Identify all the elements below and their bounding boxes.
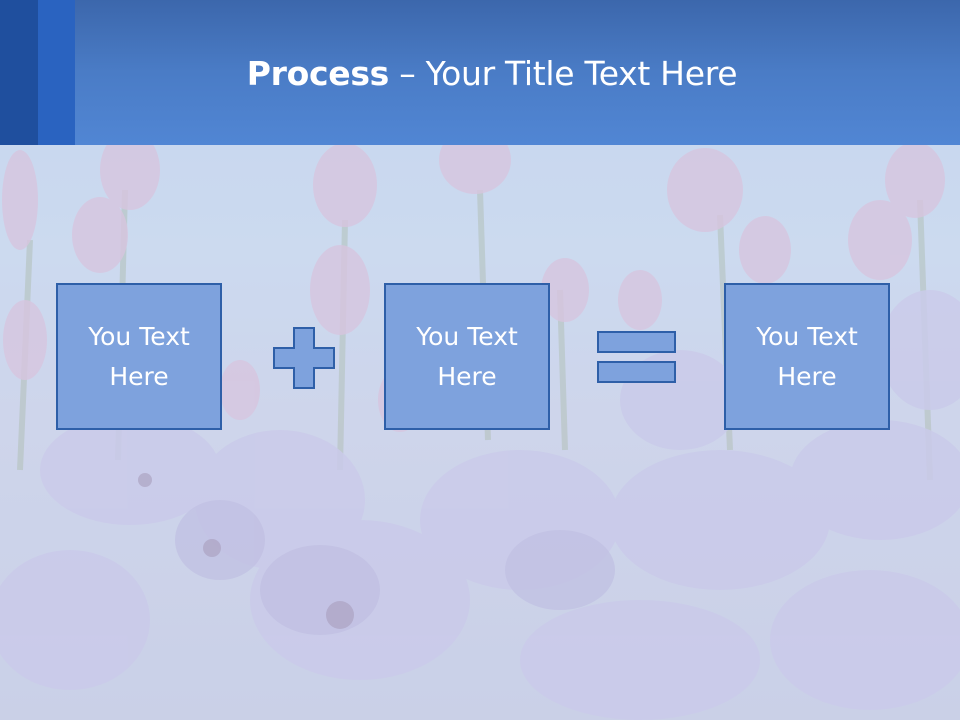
- process-box-1[interactable]: You Text Here: [56, 283, 222, 430]
- header-accent-bar-dark: [0, 0, 38, 145]
- process-box-2[interactable]: You Text Here: [384, 283, 550, 430]
- title-header: Process – Your Title Text Here: [0, 0, 960, 145]
- equals-icon: [597, 331, 676, 383]
- slide-title-bold: Process: [246, 54, 390, 93]
- plus-icon: [273, 327, 335, 389]
- slide-title-rest: – Your Title Text Here: [389, 54, 738, 93]
- process-box-1-text: You Text Here: [88, 321, 190, 391]
- process-box-3[interactable]: You Text Here: [724, 283, 890, 430]
- header-accent-bar-mid: [38, 0, 75, 145]
- process-box-3-text: You Text Here: [756, 321, 858, 391]
- slide-title: Process – Your Title Text Here: [0, 52, 960, 96]
- process-box-2-text: You Text Here: [416, 321, 518, 391]
